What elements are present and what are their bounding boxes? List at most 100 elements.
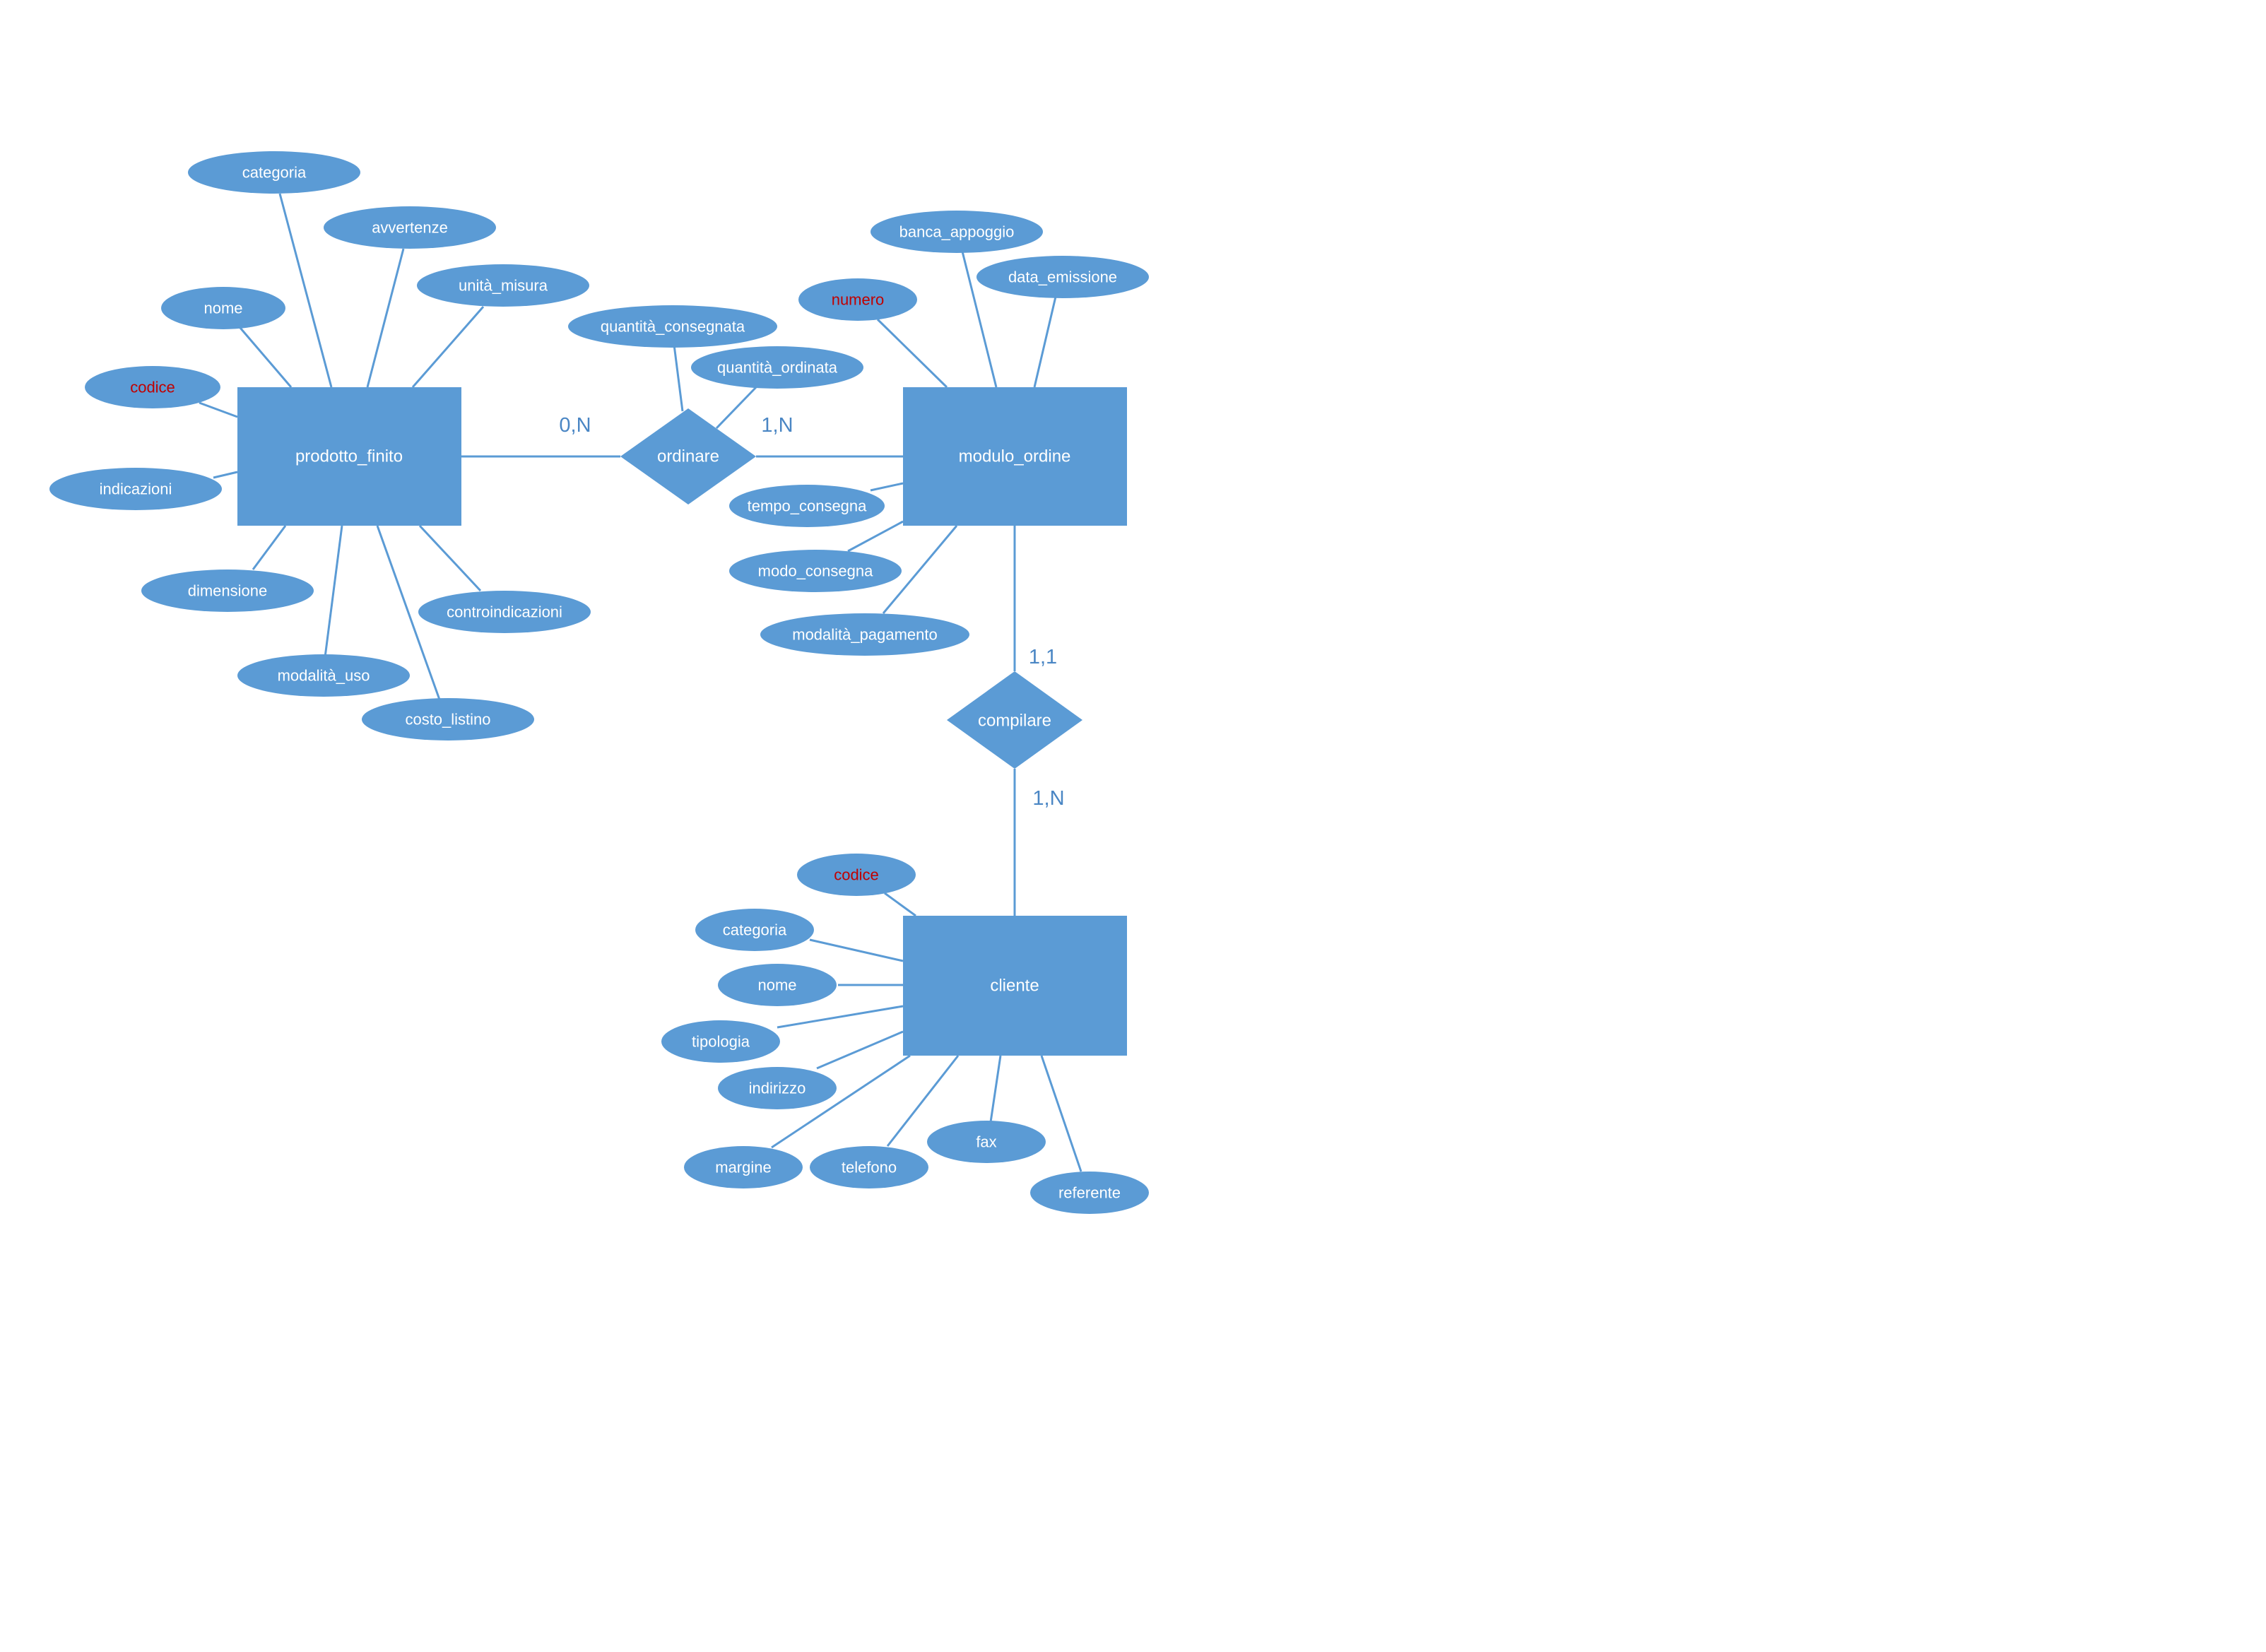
attributes-cliente: codice categoria nome tipologia indirizz… (661, 854, 1149, 1214)
attribute-modalita-pagamento-label: modalità_pagamento (792, 626, 937, 644)
cardinality-ordine-compilare: 1,1 (1029, 646, 1057, 668)
link-ord-quantita-consegnata (673, 344, 684, 412)
link-cl-indirizzo (816, 1030, 904, 1070)
link-pf-dimensione (252, 525, 287, 570)
attribute-modalita-uso[interactable]: modalità_uso (237, 654, 410, 697)
attribute-cliente-tipologia[interactable]: tipologia (661, 1020, 780, 1063)
relationship-compilare-label: compilare (978, 712, 1051, 731)
attribute-modo-consegna-label: modo_consegna (758, 562, 873, 580)
attribute-categoria[interactable]: categoria (188, 151, 360, 194)
attribute-modo-consegna[interactable]: modo_consegna (729, 550, 902, 592)
link-ord-quantita-ordinata (715, 384, 759, 430)
link-cl-margine (771, 1054, 911, 1149)
attribute-data-emissione-label: data_emissione (1008, 269, 1117, 286)
link-pf-controindicazioni (418, 524, 482, 592)
attribute-costo-listino[interactable]: costo_listino (362, 698, 534, 741)
attribute-cliente-categoria-label: categoria (723, 921, 787, 939)
attribute-dimensione[interactable]: dimensione (141, 570, 314, 612)
attribute-cliente-fax[interactable]: fax (927, 1121, 1046, 1163)
attribute-quantita-ordinata[interactable]: quantità_ordinata (691, 346, 863, 389)
link-cl-telefono (886, 1055, 960, 1147)
link-mo-tempo-consegna (870, 482, 904, 492)
attribute-codice-key[interactable]: codice (85, 366, 220, 408)
attribute-cliente-telefono[interactable]: telefono (810, 1146, 928, 1188)
link-pf-nome (239, 327, 293, 388)
link-cl-tipologia (777, 1005, 904, 1029)
attribute-controindicazioni[interactable]: controindicazioni (418, 591, 591, 633)
attribute-unita-misura[interactable]: unità_misura (417, 264, 589, 307)
attribute-cliente-referente[interactable]: referente (1030, 1172, 1149, 1214)
link-mo-modo-consegna (847, 520, 904, 553)
attribute-avvertenze-label: avvertenze (372, 219, 448, 237)
cardinality-cliente-compilare: 1,N (1032, 787, 1064, 810)
link-cl-referente (1040, 1055, 1082, 1172)
attribute-data-emissione[interactable]: data_emissione (976, 256, 1149, 298)
attributes-modulo-ordine: banca_appoggio data_emissione numero tem… (729, 211, 1149, 656)
cardinality-labels: 0,N 1,N 1,1 1,N (559, 414, 1064, 810)
attribute-indicazioni-label: indicazioni (100, 480, 172, 498)
attribute-indicazioni[interactable]: indicazioni (49, 468, 222, 510)
link-mo-banca-appoggio (961, 251, 998, 388)
relationship-ordinare-label: ordinare (657, 447, 719, 466)
attribute-avvertenze[interactable]: avvertenze (324, 206, 496, 249)
entity-cliente-label: cliente (990, 977, 1039, 996)
attribute-cliente-margine[interactable]: margine (684, 1146, 803, 1188)
attribute-cliente-tipologia-label: tipologia (692, 1033, 750, 1051)
entity-modulo-ordine-label: modulo_ordine (959, 447, 1071, 466)
attribute-banca-appoggio-label: banca_appoggio (899, 223, 1015, 241)
entity-cliente[interactable]: cliente (903, 916, 1127, 1056)
attribute-codice-key-label: codice (130, 379, 175, 396)
attribute-tempo-consegna[interactable]: tempo_consegna (729, 485, 885, 527)
connector-lines (199, 193, 1082, 1172)
attribute-quantita-consegnata-label: quantità_consegnata (601, 318, 745, 336)
attribute-cliente-referente-label: referente (1058, 1184, 1121, 1202)
attribute-cliente-margine-label: margine (715, 1159, 771, 1176)
attribute-modalita-uso-label: modalità_uso (278, 667, 370, 685)
link-mo-modalita-pagamento (882, 525, 958, 614)
relationship-compilare[interactable]: compilare (947, 671, 1082, 769)
attribute-cliente-indirizzo[interactable]: indirizzo (718, 1067, 837, 1109)
attribute-nome-label: nome (203, 300, 242, 317)
entity-prodotto-finito[interactable]: prodotto_finito (237, 387, 461, 526)
attribute-cliente-telefono-label: telefono (842, 1159, 897, 1176)
attribute-numero-key[interactable]: numero (798, 278, 917, 321)
attribute-categoria-label: categoria (242, 164, 307, 182)
link-cl-categoria (809, 938, 904, 962)
link-mo-numero (876, 318, 948, 389)
cardinality-ordine-ordinare: 1,N (761, 414, 793, 437)
attribute-nome[interactable]: nome (161, 287, 285, 329)
attribute-costo-listino-label: costo_listino (405, 711, 490, 728)
cardinality-prodotto-ordinare: 0,N (559, 414, 591, 437)
link-pf-indicazioni (213, 471, 238, 479)
attribute-unita-misura-label: unità_misura (459, 277, 548, 295)
attribute-controindicazioni-label: controindicazioni (447, 603, 562, 621)
attribute-quantita-consegnata[interactable]: quantità_consegnata (568, 305, 777, 348)
link-cl-codice (884, 892, 916, 917)
attributes-prodotto-finito: categoria avvertenze unità_misura nome c… (49, 151, 591, 741)
link-mo-data-emissione (1033, 296, 1057, 388)
link-pf-categoria (278, 193, 333, 388)
attribute-cliente-categoria[interactable]: categoria (695, 909, 814, 951)
attributes-ordinare: quantità_consegnata quantità_ordinata (568, 305, 863, 389)
attribute-cliente-codice-key-label: codice (834, 866, 879, 884)
relationship-ordinare[interactable]: ordinare (620, 408, 756, 505)
attribute-modalita-pagamento[interactable]: modalità_pagamento (760, 613, 969, 656)
attribute-banca-appoggio[interactable]: banca_appoggio (871, 211, 1043, 253)
link-cl-fax (989, 1055, 1002, 1123)
attribute-cliente-fax-label: fax (976, 1133, 996, 1151)
attribute-cliente-codice-key[interactable]: codice (797, 854, 916, 896)
attribute-tempo-consegna-label: tempo_consegna (748, 497, 868, 515)
link-pf-costo-listino (376, 525, 441, 700)
attribute-cliente-nome-label: nome (757, 977, 796, 994)
link-pf-modalita-uso (324, 525, 343, 658)
attribute-quantita-ordinata-label: quantità_ordinata (717, 359, 838, 377)
entity-prodotto-finito-label: prodotto_finito (295, 447, 403, 466)
link-pf-codice (199, 401, 238, 418)
link-pf-unita-misura (411, 306, 485, 388)
attribute-cliente-nome[interactable]: nome (718, 964, 837, 1006)
attribute-dimensione-label: dimensione (188, 582, 268, 600)
link-pf-avvertenze (366, 248, 405, 388)
attribute-numero-key-label: numero (832, 291, 885, 309)
entity-modulo-ordine[interactable]: modulo_ordine (903, 387, 1127, 526)
